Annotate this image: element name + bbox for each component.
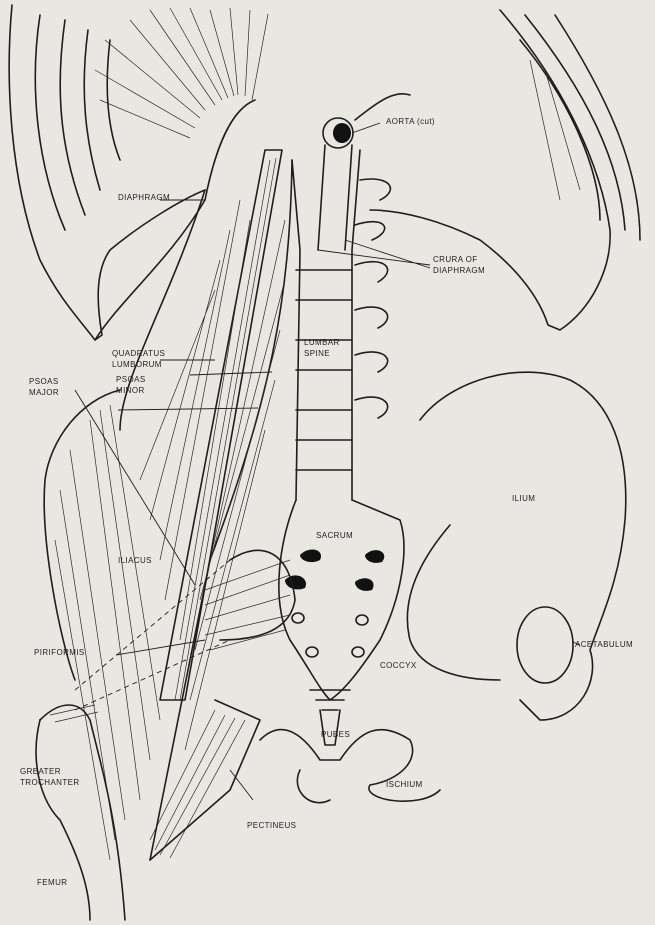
quadratus-label-line1: QUADRATUS — [112, 349, 165, 359]
psoas-minor-label-line2: MINOR — [116, 386, 145, 396]
coccyx-label: COCCYX — [380, 661, 417, 671]
crura-label-line2: DIAPHRAGM — [433, 266, 485, 276]
greater-trochanter-label-line1: GREATER — [20, 767, 61, 777]
psoas-major-label-line2: MAJOR — [29, 388, 59, 398]
sacrum-label: SACRUM — [316, 531, 353, 541]
iliacus-label: ILIACUS — [118, 556, 152, 566]
pubes-label: PUBES — [321, 730, 350, 740]
quadratus-label-line2: LUMBORUM — [112, 360, 162, 370]
diaphragm-label: DIAPHRAGM — [118, 193, 170, 203]
greater-trochanter-label-line2: TROCHANTER — [20, 778, 80, 788]
femur-label: FEMUR — [37, 878, 67, 888]
diaphragm-dome — [95, 8, 268, 340]
crura-label-line1: CRURA OF — [433, 255, 478, 265]
right-ilium — [407, 372, 625, 720]
psoas-minor-label-line1: PSOAS — [116, 375, 146, 385]
psoas-major-label-line1: PSOAS — [29, 377, 59, 387]
ischium-label: ISCHIUM — [386, 780, 423, 790]
lumbar-spine-label-line1: LUMBAR — [304, 338, 340, 348]
aorta-label: AORTA (cut) — [386, 117, 435, 127]
ilium-label: ILIUM — [512, 494, 535, 504]
left-rib-cage — [9, 5, 205, 340]
acetabulum-label: ACETABULUM — [575, 640, 633, 650]
left-ilium-iliacus — [44, 390, 160, 860]
pectineus-label: PECTINEUS — [247, 821, 296, 831]
lumbar-spine — [292, 150, 390, 500]
piriformis-label: PIRIFORMIS — [34, 648, 85, 658]
right-rib-cage — [370, 10, 640, 330]
leader-lines — [75, 123, 580, 800]
lumbar-spine-label-line2: SPINE — [304, 349, 330, 359]
